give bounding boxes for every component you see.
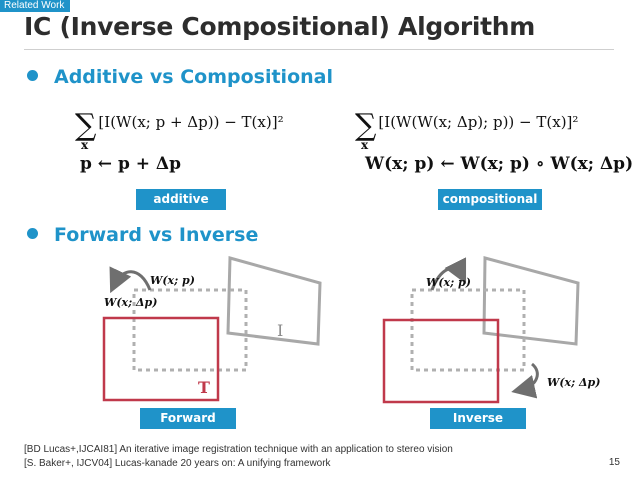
inverse-warped-region — [410, 288, 526, 372]
forward-image-frame — [226, 256, 322, 346]
page-number: 15 — [608, 457, 620, 468]
bullet-dot-icon — [27, 228, 38, 239]
sum-subscript: x — [81, 138, 89, 152]
compositional-badge: compositional — [438, 189, 542, 210]
forward-label-warp-p: W(x; p) — [150, 274, 195, 287]
reference-lucas: [BD Lucas+,IJCAI81] An iterative image r… — [24, 444, 453, 455]
bullet-additive-vs-compositional: Additive vs Compositional — [27, 66, 333, 88]
additive-badge: additive — [136, 189, 226, 210]
inverse-warp-p-arrow-icon — [430, 257, 467, 291]
compositional-update: W(x; p) ← W(x; p) ∘ W(x; Δp) — [365, 154, 634, 174]
additive-objective-body: [I(W(x; p + Δp)) − T(x)]² — [98, 113, 284, 131]
compositional-objective-body: [I(W(W(x; Δp); p)) − T(x)]² — [378, 113, 579, 131]
sum-subscript: x — [361, 138, 369, 152]
slide-title: IC (Inverse Compositional) Algorithm — [24, 12, 536, 41]
bullet-dot-icon — [27, 70, 38, 81]
additive-objective: ∑x [I(W(x; p + Δp)) − T(x)]² — [75, 108, 284, 152]
forward-warp-arrow-icon — [109, 266, 152, 294]
inverse-warp-dp-arrow-icon — [511, 362, 539, 399]
compositional-objective: ∑x [I(W(W(x; Δp); p)) − T(x)]² — [355, 108, 579, 152]
forward-badge: Forward — [140, 408, 236, 429]
inverse-badge: Inverse — [430, 408, 526, 429]
title-divider — [24, 49, 614, 50]
forward-warped-region — [132, 288, 248, 372]
forward-label-template: T — [198, 378, 210, 397]
forward-template-frame — [102, 316, 220, 402]
reference-baker: [S. Baker+, IJCV04] Lucas-kanade 20 year… — [24, 458, 331, 469]
section-tag: Related Work — [0, 0, 71, 12]
sum-symbol: ∑ — [75, 108, 97, 143]
inverse-label-warp-p: W(x; p) — [426, 276, 471, 289]
inverse-image-frame — [482, 256, 580, 346]
bullet-text: Forward vs Inverse — [54, 224, 259, 246]
bullet-text: Additive vs Compositional — [54, 66, 333, 88]
sum-symbol: ∑ — [355, 108, 377, 143]
forward-label-image: I — [277, 321, 283, 340]
bullet-forward-vs-inverse: Forward vs Inverse — [27, 224, 258, 246]
inverse-template-frame — [382, 318, 500, 404]
additive-update: p ← p + Δp — [80, 154, 182, 174]
forward-label-warp-dp: W(x; Δp) — [104, 296, 157, 309]
inverse-label-warp-dp: W(x; Δp) — [547, 376, 600, 389]
